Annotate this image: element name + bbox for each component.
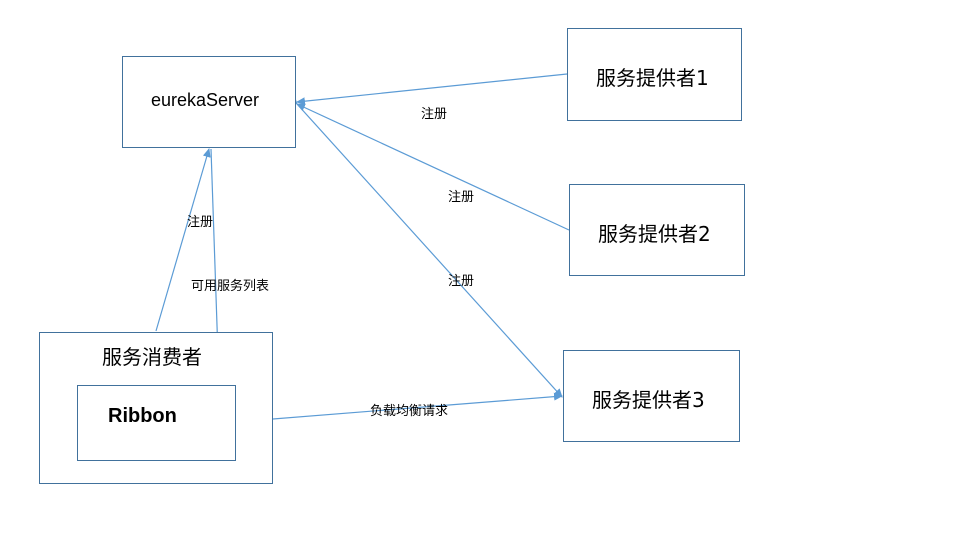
load-balanced-request-label: 负载均衡请求 bbox=[370, 404, 449, 419]
provider-1-label: 服务提供者1 bbox=[596, 66, 709, 90]
provider1-register-label: 注册 bbox=[421, 107, 448, 122]
provider-2-node: 服务提供者2 bbox=[569, 184, 745, 276]
consumer-register-label: 注册 bbox=[187, 215, 214, 230]
edge-ribbon-to-provider3 bbox=[234, 392, 563, 423]
ribbon-node: Ribbon bbox=[77, 385, 236, 461]
ribbon-label: Ribbon bbox=[108, 405, 177, 427]
edge-provider1-to-eureka bbox=[296, 73, 568, 106]
eureka-server-label: eurekaServer bbox=[151, 90, 260, 110]
available-services-label: 可用服务列表 bbox=[191, 279, 270, 294]
provider-1-node: 服务提供者1 bbox=[567, 28, 742, 121]
provider-3-node: 服务提供者3 bbox=[563, 350, 740, 442]
provider3-register-label: 注册 bbox=[448, 274, 475, 289]
edge-provider2-to-eureka bbox=[296, 103, 570, 231]
provider-3-label: 服务提供者3 bbox=[592, 388, 705, 412]
edge-consumer-to-eureka bbox=[155, 148, 211, 332]
consumer-label: 服务消费者 bbox=[102, 345, 202, 369]
eureka-server-node: eurekaServer bbox=[122, 56, 296, 148]
provider-2-label: 服务提供者2 bbox=[598, 222, 711, 246]
provider2-register-label: 注册 bbox=[448, 190, 475, 205]
edge-provider3-eureka bbox=[288, 95, 563, 398]
